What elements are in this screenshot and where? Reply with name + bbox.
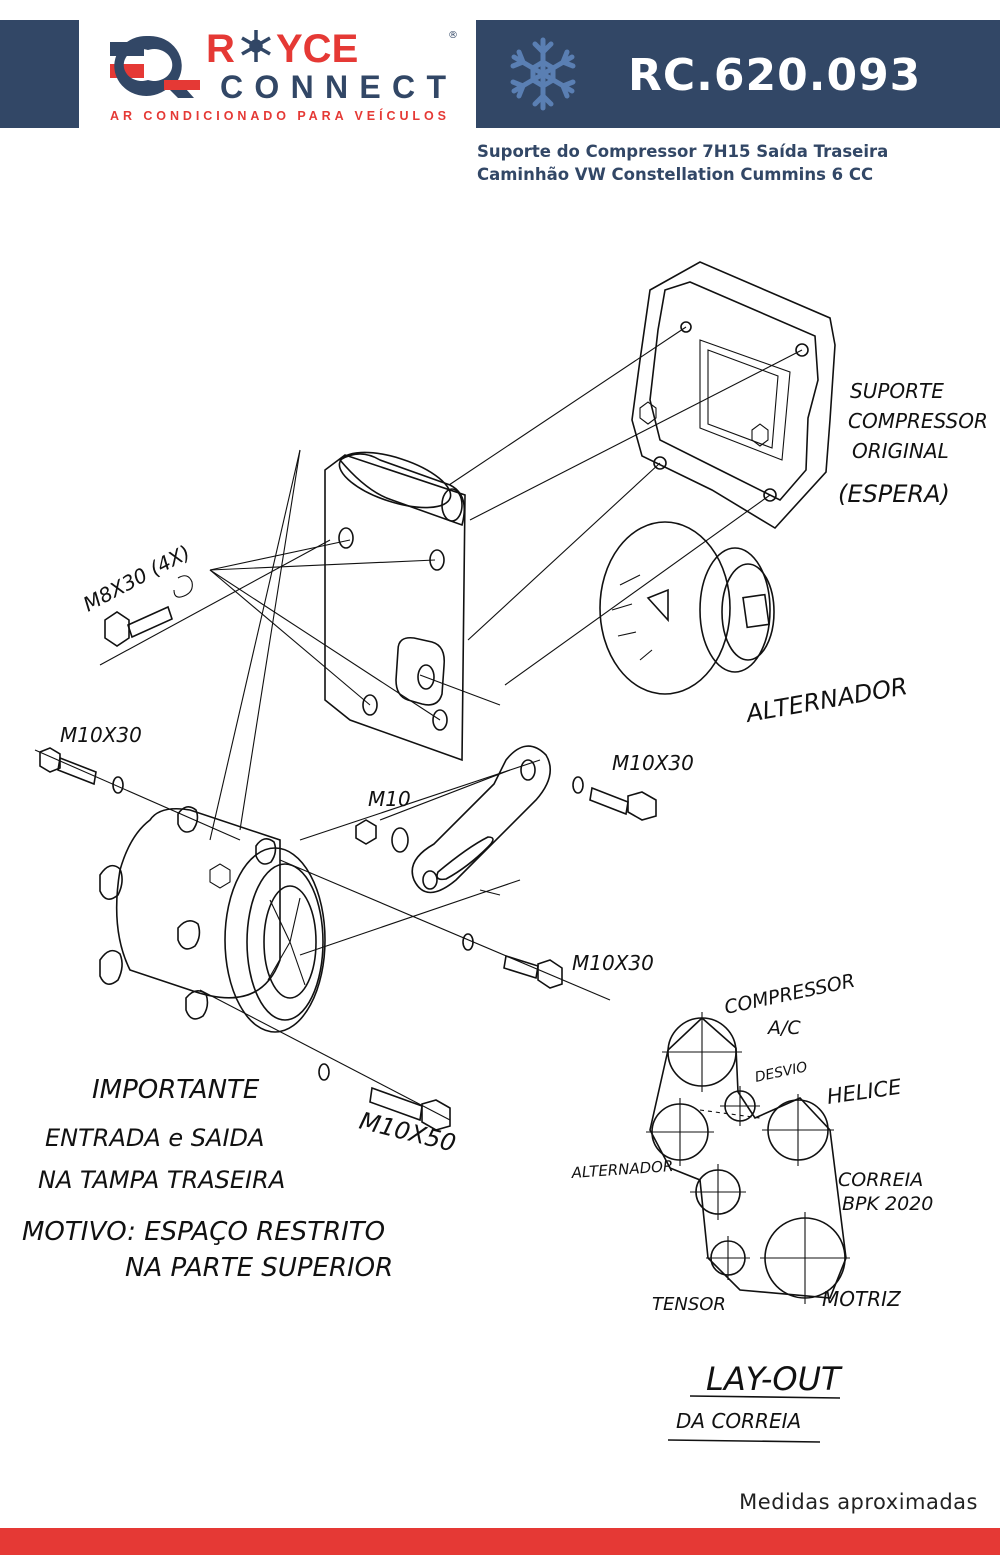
label-belt-motriz: MOTRIZ [822,1287,902,1311]
label-support-2: COMPRESSOR [848,409,988,433]
layout-subtitle: DA CORREIA [676,1409,801,1433]
label-bolt-m10-b: M10X30 [612,751,694,775]
exploded-view-drawing: SUPORTE COMPRESSOR ORIGINAL (ESPERA) ALT… [22,261,988,1443]
logo-registered: ® [448,30,458,41]
label-belt-alternador: ALTERNADOR [570,1157,674,1182]
logo-emblem [110,35,200,98]
label-belt-compressor-1: COMPRESSOR [722,970,857,1019]
logo-snowflake-icon [241,30,271,62]
layout-subtitle-underline [667,1439,821,1443]
note-line-5: NA PARTE SUPERIOR [125,1253,393,1283]
label-alternator: ALTERNADOR [742,672,909,728]
label-support-4: (ESPERA) [838,480,950,508]
product-code: RC.620.093 [628,50,922,101]
footer-note: Medidas aproximadas [739,1490,978,1514]
label-belt-tensor: TENSOR [652,1294,726,1315]
note-line-2: ENTRADA e SAIDA [45,1124,264,1152]
label-belt-correia-1: CORREIA [838,1169,923,1191]
label-belt-correia-2: BPK 2020 [842,1193,933,1215]
label-bolt-m8: M8X30 (4X) [79,540,194,616]
description-line-2: Caminhão VW Constellation Cummins 6 CC [477,165,874,184]
compressor-7h15 [99,806,326,1033]
logo-text-r: R [206,27,235,71]
note-line-3: NA TAMPA TRASEIRA [38,1166,285,1194]
adapter-plate [324,451,466,762]
note-line-1: IMPORTANTE [92,1075,260,1105]
label-bolt-m10-a: M10X30 [60,723,142,747]
logo-text-connect: CONNECT [220,69,446,105]
original-support-bracket [631,261,836,530]
adjustment-arm [411,745,552,894]
assembly-guide-lines [34,326,803,1121]
description-line-1: Suporte do Compressor 7H15 Saída Traseir… [477,142,889,161]
logo-text-yce: YCE [276,27,358,71]
belt-layout-diagram [646,1012,850,1304]
layout-title-underline [689,1395,841,1399]
label-belt-helice: HELICE [825,1075,903,1109]
footer-bar [0,1528,1000,1555]
label-support-1: SUPORTE [850,379,944,403]
note-line-4: MOTIVO: ESPAÇO RESTRITO [22,1217,385,1247]
product-description: Suporte do Compressor 7H15 Saída Traseir… [477,140,888,186]
layout-title: LAY-OUT [706,1360,843,1398]
label-nut-m10: M10 [368,787,411,811]
header-right-block [476,20,1000,128]
alternator [599,521,775,695]
label-support-3: ORIGINAL [852,439,949,463]
label-bolt-m10-c: M10X30 [572,951,654,975]
label-belt-desvio: DESVIO [754,1059,809,1086]
royce-connect-logo: R YCE ® CONNECT AR CONDICIONADO PARA VEÍ… [110,27,458,123]
label-belt-compressor-2: A/C [766,1017,801,1039]
snowflake-icon [510,37,576,111]
logo-tagline: AR CONDICIONADO PARA VEÍCULOS [110,108,446,123]
label-bolt-m10x50: M10X50 [357,1107,459,1158]
header-left-block [0,20,79,128]
fasteners [39,575,657,1131]
